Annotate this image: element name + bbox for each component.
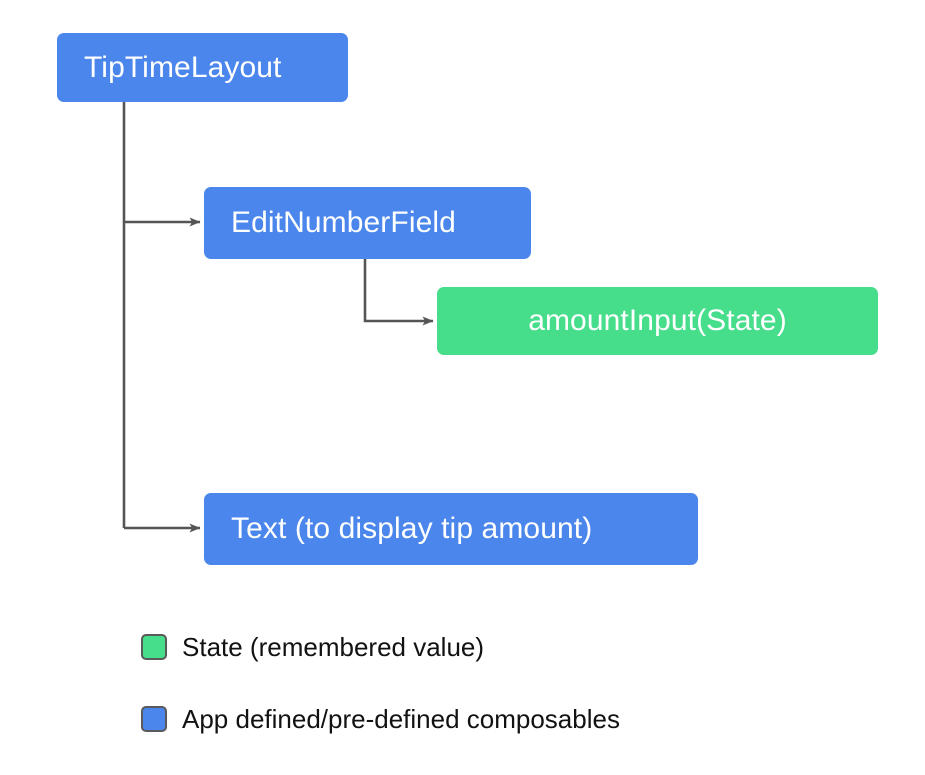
legend-item-state: State (remembered value) [141,634,484,660]
legend-item-state-label: State (remembered value) [182,632,485,662]
node-editnumberfield[interactable]: EditNumberField [204,187,531,259]
node-amountinput-label: amountInput(State) [528,304,787,337]
composables-swatch [141,706,167,732]
legend-item-composables: App defined/pre-defined composables [141,706,620,732]
state-swatch [141,634,167,660]
node-tiptimelayout[interactable]: TipTimeLayout [57,33,348,102]
node-amountinput-state[interactable]: amountInput(State) [437,287,878,355]
node-tiptimelayout-label: TipTimeLayout [84,50,282,84]
edge-editnumberfield-to-amountinput [363,259,434,326]
node-text-label: Text (to display tip amount) [231,512,593,545]
node-text[interactable]: Text (to display tip amount) [204,493,698,565]
node-editnumberfield-label: EditNumberField [231,206,456,239]
legend-item-composables-label: App defined/pre-defined composables [182,704,620,734]
